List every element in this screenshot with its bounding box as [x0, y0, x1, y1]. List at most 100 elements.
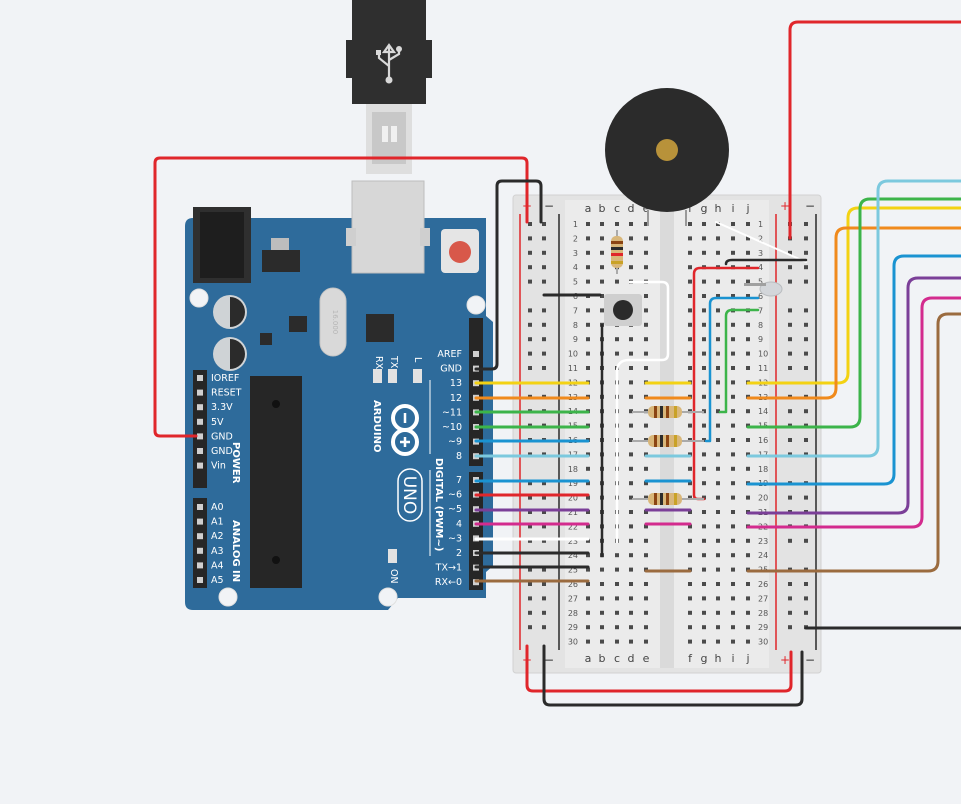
breadboard-hole[interactable]: [688, 279, 692, 284]
breadboard-hole[interactable]: [629, 423, 633, 428]
breadboard-hole[interactable]: [644, 265, 648, 270]
breadboard-hole[interactable]: [746, 466, 750, 471]
breadboard-hole[interactable]: [644, 639, 648, 644]
breadboard-hole[interactable]: [688, 265, 692, 270]
breadboard-hole[interactable]: [586, 538, 590, 543]
header-pin[interactable]: [197, 577, 203, 583]
breadboard-hole[interactable]: [586, 481, 590, 486]
breadboard-hole[interactable]: [644, 423, 648, 428]
rail-hole[interactable]: [788, 625, 792, 630]
rail-hole[interactable]: [542, 236, 546, 241]
breadboard-hole[interactable]: [586, 366, 590, 370]
breadboard-hole[interactable]: [731, 596, 735, 601]
rail-hole[interactable]: [804, 538, 808, 543]
rail-hole[interactable]: [804, 596, 808, 601]
breadboard-hole[interactable]: [731, 236, 735, 241]
breadboard-hole[interactable]: [644, 495, 648, 500]
rail-hole[interactable]: [528, 279, 532, 284]
breadboard-hole[interactable]: [731, 510, 735, 514]
breadboard-hole[interactable]: [746, 409, 750, 414]
breadboard-hole[interactable]: [644, 366, 648, 370]
breadboard-hole[interactable]: [702, 625, 706, 630]
breadboard-hole[interactable]: [716, 639, 720, 644]
breadboard-hole[interactable]: [702, 222, 706, 226]
breadboard-hole[interactable]: [716, 538, 720, 543]
rail-hole[interactable]: [542, 308, 546, 313]
rail-hole[interactable]: [804, 265, 808, 270]
breadboard-hole[interactable]: [716, 222, 720, 226]
breadboard-hole[interactable]: [644, 466, 648, 471]
breadboard-hole[interactable]: [731, 322, 735, 327]
breadboard-hole[interactable]: [688, 524, 692, 529]
breadboard-hole[interactable]: [731, 250, 735, 255]
rail-hole[interactable]: [788, 250, 792, 255]
rail-hole[interactable]: [542, 279, 546, 284]
rail-hole[interactable]: [788, 582, 792, 586]
breadboard-hole[interactable]: [615, 279, 619, 284]
rail-hole[interactable]: [528, 481, 532, 486]
breadboard-hole[interactable]: [586, 236, 590, 241]
breadboard-hole[interactable]: [731, 466, 735, 471]
breadboard-hole[interactable]: [716, 610, 720, 615]
rail-hole[interactable]: [542, 596, 546, 601]
rail-hole[interactable]: [542, 625, 546, 630]
rail-hole[interactable]: [788, 409, 792, 414]
breadboard-hole[interactable]: [629, 351, 633, 356]
breadboard-hole[interactable]: [629, 452, 633, 457]
breadboard-hole[interactable]: [615, 610, 619, 615]
breadboard-hole[interactable]: [629, 409, 633, 414]
rail-hole[interactable]: [528, 596, 532, 601]
breadboard-hole[interactable]: [746, 337, 750, 342]
rail-hole[interactable]: [528, 625, 532, 630]
breadboard-hole[interactable]: [644, 222, 648, 226]
breadboard-hole[interactable]: [600, 294, 604, 298]
breadboard-hole[interactable]: [629, 394, 633, 399]
breadboard-hole[interactable]: [644, 452, 648, 457]
breadboard-hole[interactable]: [629, 610, 633, 615]
breadboard-hole[interactable]: [702, 567, 706, 572]
breadboard-hole[interactable]: [586, 639, 590, 644]
rail-hole[interactable]: [542, 495, 546, 500]
breadboard-hole[interactable]: [746, 236, 750, 241]
rail-hole[interactable]: [528, 322, 532, 327]
breadboard-hole[interactable]: [716, 366, 720, 370]
rail-hole[interactable]: [804, 351, 808, 356]
breadboard-hole[interactable]: [644, 337, 648, 342]
breadboard-hole[interactable]: [629, 438, 633, 442]
header-pin[interactable]: [197, 547, 203, 554]
rail-hole[interactable]: [542, 610, 546, 615]
rail-hole[interactable]: [788, 596, 792, 601]
breadboard-hole[interactable]: [629, 222, 633, 226]
breadboard-hole[interactable]: [615, 337, 619, 342]
breadboard-hole[interactable]: [600, 639, 604, 644]
breadboard-hole[interactable]: [731, 625, 735, 630]
breadboard-hole[interactable]: [644, 625, 648, 630]
breadboard-hole[interactable]: [716, 452, 720, 457]
breadboard-hole[interactable]: [586, 250, 590, 255]
breadboard-hole[interactable]: [629, 524, 633, 529]
breadboard-hole[interactable]: [716, 510, 720, 514]
breadboard-hole[interactable]: [702, 553, 706, 558]
rail-hole[interactable]: [804, 322, 808, 327]
header-pin[interactable]: [197, 389, 203, 396]
rail-hole[interactable]: [542, 567, 546, 572]
breadboard-hole[interactable]: [615, 582, 619, 586]
rail-hole[interactable]: [804, 452, 808, 457]
breadboard-hole[interactable]: [731, 481, 735, 486]
rail-hole[interactable]: [542, 265, 546, 270]
breadboard-hole[interactable]: [586, 265, 590, 270]
rail-hole[interactable]: [804, 582, 808, 586]
rail-hole[interactable]: [804, 250, 808, 255]
rail-hole[interactable]: [788, 279, 792, 284]
breadboard-hole[interactable]: [702, 610, 706, 615]
breadboard-hole[interactable]: [716, 438, 720, 442]
breadboard-hole[interactable]: [688, 337, 692, 342]
breadboard-hole[interactable]: [688, 452, 692, 457]
breadboard-hole[interactable]: [600, 279, 604, 284]
breadboard-hole[interactable]: [702, 538, 706, 543]
breadboard-hole[interactable]: [644, 294, 648, 298]
breadboard-hole[interactable]: [688, 510, 692, 514]
breadboard-hole[interactable]: [629, 538, 633, 543]
breadboard-hole[interactable]: [731, 553, 735, 558]
breadboard-hole[interactable]: [644, 236, 648, 241]
